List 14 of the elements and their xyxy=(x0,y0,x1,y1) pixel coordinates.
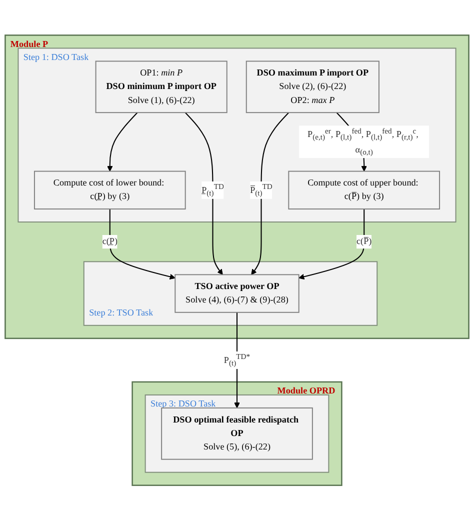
arrow xyxy=(184,112,223,276)
node-box: Compute cost of lower bound: c(P̲) by (3) xyxy=(34,171,186,210)
arrow xyxy=(107,112,138,172)
node-box: OP1: min P DSO minimum P import OP Solve (1), (6)-(22) xyxy=(95,60,228,114)
node-box: TSO active power OP Solve (4), (6)-(7) & (9)-(28) xyxy=(174,274,300,314)
arrow xyxy=(251,112,290,276)
edge-label: c(P̲) xyxy=(102,237,118,247)
arrow xyxy=(109,209,176,280)
node-box: DSO maximum P import OP Solve (2), (6)-(22) OP2: max P xyxy=(246,60,380,114)
arrow xyxy=(298,209,365,280)
edge-label: P$_{(e,t)}$$^{er}$, P$_{(l,t)}$$^{fed}$, P$_{(l,t)}$$^{fed}$, P$_{(r,t)}$$^{c}$, α$_{(o,t)}$ xyxy=(308,127,418,157)
node-box: Compute cost of upper bound: c(P̅) by (3) xyxy=(288,171,440,210)
node-box: DSO optimal feasible redispatch OP Solve (5), (6)-(22) xyxy=(161,408,313,460)
edge-label: c(P̅) xyxy=(356,237,372,247)
